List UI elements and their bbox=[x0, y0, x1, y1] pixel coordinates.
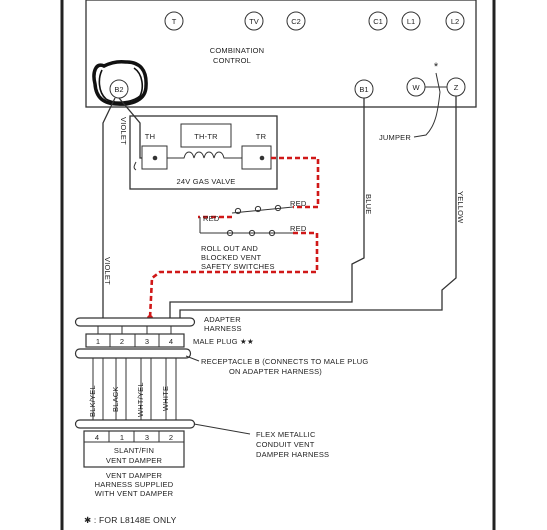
wire-black-label: BLACK bbox=[111, 386, 120, 412]
damper-pin-2: 2 bbox=[169, 433, 173, 442]
wire-red-lower bbox=[148, 231, 319, 319]
gas-valve-label: 24V GAS VALVE bbox=[176, 177, 235, 186]
terminal-b1: B1 bbox=[354, 79, 374, 99]
damper-label-line1: SLANT/FIN bbox=[114, 446, 154, 455]
combination-control-box bbox=[85, 0, 477, 108]
wire-red-label-2: RED bbox=[203, 214, 220, 223]
receptacle-label-line1: RECEPTACLE B (CONNECTS TO MALE PLUG bbox=[201, 357, 368, 366]
wire-blue bbox=[169, 98, 365, 318]
terminal-l1-label: L1 bbox=[407, 17, 415, 26]
switches-label-line1: ROLL OUT AND bbox=[201, 244, 258, 253]
control-label-line1: COMBINATION bbox=[210, 46, 265, 55]
rollout-switch bbox=[231, 204, 294, 215]
blocked-vent-switch bbox=[200, 229, 293, 237]
conduit-sleeve bbox=[74, 419, 196, 429]
wire-violet-left-label: VIOLET bbox=[103, 257, 112, 285]
male-plug-pin-2: 2 bbox=[120, 337, 124, 346]
control-terminals-top: T TV C2 C1 L1 L2 bbox=[164, 11, 465, 31]
terminal-c2: C2 bbox=[286, 11, 306, 31]
terminal-b2: B2 bbox=[109, 79, 129, 99]
damper-harness-line3: WITH VENT DAMPER bbox=[95, 489, 174, 498]
adapter-label-line1: ADAPTER bbox=[204, 315, 241, 324]
switches-label-line3: SAFETY SWITCHES bbox=[201, 262, 275, 271]
wire-wht-yel-label: WHT/YEL bbox=[136, 382, 145, 417]
terminal-b1-label: B1 bbox=[359, 85, 368, 94]
male-plug-pin-4: 4 bbox=[169, 337, 173, 346]
jumper-slash bbox=[435, 72, 441, 93]
terminal-c1: C1 bbox=[368, 11, 388, 31]
b2-highlight-scribble bbox=[92, 60, 148, 106]
th-label: TH bbox=[145, 132, 155, 141]
male-plug-pin-3: 3 bbox=[145, 337, 149, 346]
adapter-label-line2: HARNESS bbox=[204, 324, 242, 333]
terminal-tv: TV bbox=[244, 11, 264, 31]
vent-damper-plug: 4 1 3 2 SLANT/FIN VENT DAMPER bbox=[83, 430, 185, 468]
wire-violet bbox=[102, 97, 116, 318]
terminal-b2-label: B2 bbox=[114, 85, 123, 94]
male-plug-pin-1: 1 bbox=[96, 337, 100, 346]
wire-violet-top-label: VIOLET bbox=[119, 117, 128, 145]
wire-red-label-1: RED bbox=[290, 199, 307, 208]
tr-terminal-box bbox=[241, 145, 272, 170]
th-terminal-dot bbox=[152, 155, 158, 161]
terminal-l2-label: L2 bbox=[451, 17, 459, 26]
damper-pin-1: 1 bbox=[120, 433, 124, 442]
damper-harness-line2: HARNESS SUPPLIED bbox=[95, 480, 174, 489]
terminal-t: T bbox=[164, 11, 184, 31]
th-tr-label: TH-TR bbox=[194, 132, 218, 141]
wire-yellow-label: YELLOW bbox=[456, 191, 465, 224]
wire-red-label-3: RED bbox=[290, 224, 307, 233]
conduit-label-line1: FLEX METALLIC bbox=[256, 430, 316, 439]
damper-pin-4: 4 bbox=[95, 433, 99, 442]
terminal-c1-label: C1 bbox=[373, 17, 383, 26]
terminal-l2: L2 bbox=[445, 11, 465, 31]
receptacle-b bbox=[74, 348, 192, 359]
tr-label: TR bbox=[256, 132, 267, 141]
damper-pin-3: 3 bbox=[145, 433, 149, 442]
th-tr-box bbox=[180, 123, 232, 148]
conduit-label-line2: CONDUIT VENT bbox=[256, 440, 315, 449]
adapter-harness-sleeve bbox=[74, 317, 196, 327]
damper-harness-line1: VENT DAMPER bbox=[106, 471, 163, 480]
conduit-leader bbox=[193, 423, 251, 435]
jumper-leader bbox=[413, 91, 441, 138]
male-plug-label: MALE PLUG ★★ bbox=[193, 337, 254, 346]
gas-valve-coil bbox=[167, 151, 242, 159]
terminal-z-label: Z bbox=[454, 83, 459, 92]
terminal-l1: L1 bbox=[401, 11, 421, 31]
switches-label-line2: BLOCKED VENT bbox=[201, 253, 262, 262]
conduit-label-line3: DAMPER HARNESS bbox=[256, 450, 329, 459]
receptacle-label-line2: ON ADAPTER HARNESS) bbox=[229, 367, 322, 376]
wire-white-label: WHITE bbox=[161, 386, 170, 411]
wire-blue-label: BLUE bbox=[364, 194, 373, 214]
gas-valve-box bbox=[129, 115, 278, 190]
wire-yellow bbox=[179, 96, 457, 318]
tr-terminal-dot bbox=[259, 155, 265, 161]
jumper-label: JUMPER bbox=[379, 133, 411, 142]
wire-blk-yel-label: BLK/YEL bbox=[88, 385, 97, 417]
violet-crimp bbox=[133, 161, 137, 171]
harness-wires: BLK/YEL BLACK WHT/YEL WHITE bbox=[88, 357, 177, 421]
terminal-tv-label: TV bbox=[249, 17, 259, 26]
wire-violet-to-th bbox=[118, 97, 142, 159]
terminal-c2-label: C2 bbox=[291, 17, 301, 26]
damper-label-line2: VENT DAMPER bbox=[106, 456, 163, 465]
wire-red-upper bbox=[271, 156, 320, 209]
jumper-asterisk: * bbox=[434, 61, 439, 73]
terminal-w: W bbox=[406, 77, 426, 97]
terminal-t-label: T bbox=[172, 17, 177, 26]
receptacle-leader bbox=[185, 355, 200, 362]
male-plug: 1 2 3 4 bbox=[85, 333, 185, 348]
terminal-z: Z bbox=[446, 77, 466, 97]
terminal-w-label: W bbox=[412, 83, 420, 92]
control-label-line2: CONTROL bbox=[213, 56, 251, 65]
footnote: ✱ : FOR L8148E ONLY bbox=[84, 515, 177, 525]
